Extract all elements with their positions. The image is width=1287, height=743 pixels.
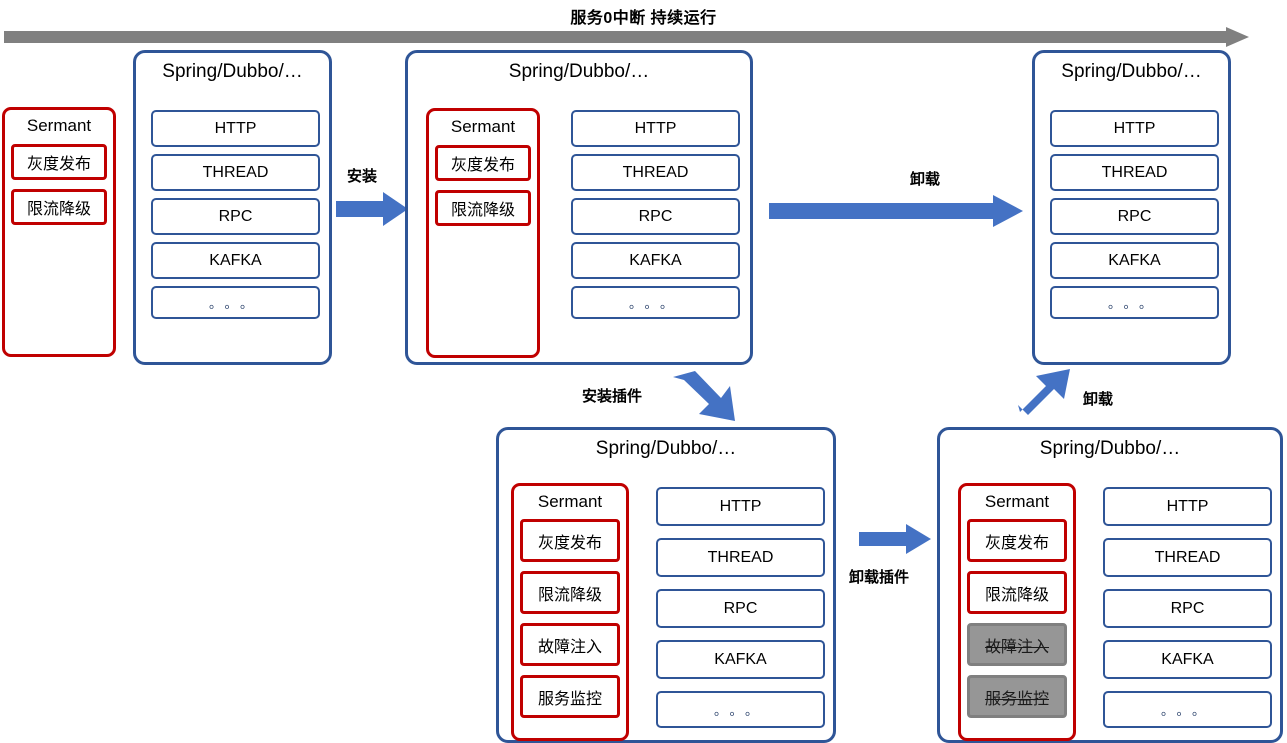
sermant-title: Sermant [450, 117, 516, 136]
plugin-item[interactable]: 灰度发布 [435, 145, 531, 181]
stack-item-more[interactable]: 。。。 [151, 286, 320, 319]
stack-item-kafka[interactable]: KAFKA [656, 640, 825, 679]
host-title: Spring/Dubbo/… [1039, 438, 1181, 459]
stack-item-thread[interactable]: THREAD [656, 538, 825, 577]
plugin-item-disabled[interactable]: 故障注入 [967, 623, 1067, 666]
uninstall-bottom-arrow-icon [1018, 369, 1070, 415]
plugin-item[interactable]: 限流降级 [435, 190, 531, 226]
install-arrow-icon [336, 192, 408, 226]
stack-item-thread[interactable]: THREAD [1103, 538, 1272, 577]
plugin-item[interactable]: 灰度发布 [520, 519, 620, 562]
plugin-item[interactable]: 灰度发布 [967, 519, 1067, 562]
plugin-item[interactable]: 故障注入 [520, 623, 620, 666]
host-title: Spring/Dubbo/… [595, 438, 737, 459]
stack-item-rpc[interactable]: RPC [1050, 198, 1219, 235]
flow-label-install: 安装 [347, 168, 378, 185]
host-box-plain-right: Spring/Dubbo/… HTTP THREAD RPC KAFKA 。。。 [1032, 50, 1231, 365]
stack-item-kafka[interactable]: KAFKA [151, 242, 320, 279]
flow-label-uninstall-bottom: 卸载 [1083, 391, 1114, 408]
sermant-box: Sermant 灰度发布 限流降级 故障注入 服务监控 [511, 483, 629, 741]
plugin-item[interactable]: 服务监控 [520, 675, 620, 718]
stack-item-http[interactable]: HTTP [1103, 487, 1272, 526]
sermant-box: Sermant 灰度发布 限流降级 [426, 108, 540, 358]
host-title: Spring/Dubbo/… [1061, 61, 1202, 82]
page-title: 服务0中断 持续运行 [570, 10, 717, 27]
stack-item-http[interactable]: HTTP [1050, 110, 1219, 147]
stack-item-rpc[interactable]: RPC [656, 589, 825, 628]
plugin-item[interactable]: 灰度发布 [11, 144, 107, 180]
plugin-item[interactable]: 限流降级 [520, 571, 620, 614]
stack-item-thread[interactable]: THREAD [1050, 154, 1219, 191]
stack-item-more[interactable]: 。。。 [1050, 286, 1219, 319]
sermant-title: Sermant [26, 116, 92, 135]
plugin-item-disabled[interactable]: 服务监控 [967, 675, 1067, 718]
stack-item-http[interactable]: HTTP [151, 110, 320, 147]
stack-item-thread[interactable]: THREAD [151, 154, 320, 191]
stack-item-rpc[interactable]: RPC [571, 198, 740, 235]
flow-label-uninstall-top: 卸载 [910, 171, 941, 188]
stack-item-thread[interactable]: THREAD [571, 154, 740, 191]
continuous-operation-arrow-icon [4, 27, 1249, 47]
sermant-box: Sermant 灰度发布 限流降级 故障注入 服务监控 [958, 483, 1076, 741]
uninstall-top-arrow-icon [769, 195, 1023, 227]
stack-item-kafka[interactable]: KAFKA [1050, 242, 1219, 279]
sermant-title: Sermant [984, 492, 1050, 511]
stack-item-kafka[interactable]: KAFKA [1103, 640, 1272, 679]
stack-item-rpc[interactable]: RPC [151, 198, 320, 235]
host-box-four-plugins: Spring/Dubbo/… Sermant 灰度发布 限流降级 故障注入 服务… [496, 427, 836, 743]
plugin-item[interactable]: 限流降级 [11, 189, 107, 225]
host-box-plain-left: Spring/Dubbo/… HTTP THREAD RPC KAFKA 。。。 [133, 50, 332, 365]
host-title: Spring/Dubbo/… [162, 61, 303, 82]
stack-item-http[interactable]: HTTP [656, 487, 825, 526]
host-title: Spring/Dubbo/… [508, 61, 650, 82]
stack-item-kafka[interactable]: KAFKA [571, 242, 740, 279]
stack-item-more[interactable]: 。。。 [571, 286, 740, 319]
flow-label-install-plugin: 安装插件 [582, 388, 643, 405]
stack-item-more[interactable]: 。。。 [656, 691, 825, 728]
standalone-sermant-box: Sermant 灰度发布 限流降级 [2, 107, 116, 357]
flow-label-uninstall-plugin: 卸载插件 [849, 569, 910, 586]
uninstall-plugin-arrow-icon [859, 524, 931, 554]
stack-item-http[interactable]: HTTP [571, 110, 740, 147]
install-plugin-arrow-icon [673, 371, 735, 421]
plugin-item[interactable]: 限流降级 [967, 571, 1067, 614]
stack-item-rpc[interactable]: RPC [1103, 589, 1272, 628]
host-box-two-disabled: Spring/Dubbo/… Sermant 灰度发布 限流降级 故障注入 服务… [937, 427, 1283, 743]
sermant-title: Sermant [537, 492, 603, 511]
host-box-with-sermant: Spring/Dubbo/… Sermant 灰度发布 限流降级 HTTP TH… [405, 50, 753, 365]
stack-item-more[interactable]: 。。。 [1103, 691, 1272, 728]
